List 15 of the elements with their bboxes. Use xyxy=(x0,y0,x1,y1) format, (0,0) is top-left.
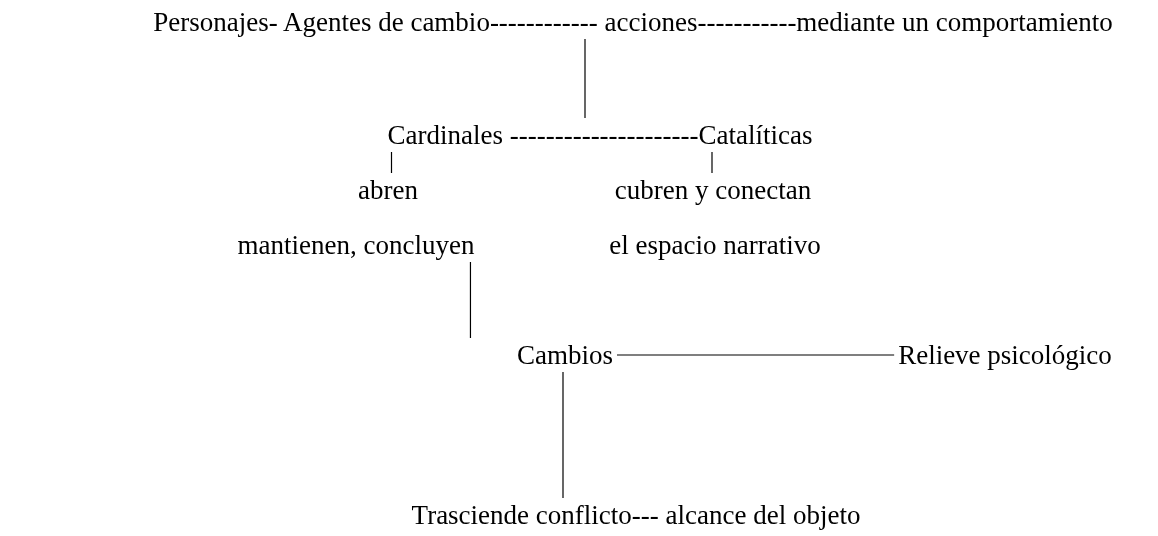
concept-text: Cardinales ---------------------Catalíticas xyxy=(387,120,813,150)
connector-line xyxy=(562,371,564,499)
concept-text: Personajes- Agentes de cambio------------ acciones-----------mediante un comportamiento xyxy=(153,7,1113,37)
concept-text: abren xyxy=(358,175,418,205)
connector-line xyxy=(616,354,895,356)
connector-line xyxy=(711,151,713,174)
connector-line xyxy=(469,261,472,339)
connector-line xyxy=(390,151,393,174)
concept-text: Cambios xyxy=(517,340,613,370)
concept-text: cubren y conectan xyxy=(614,175,812,205)
concept-text: Relieve psicológico xyxy=(898,340,1112,370)
concept-text: Trasciende conflicto--- alcance del objeto xyxy=(411,500,861,530)
concept-text: mantienen, concluyen xyxy=(237,230,475,260)
connector-line xyxy=(584,38,586,119)
concept-text: el espacio narrativo xyxy=(609,230,821,260)
